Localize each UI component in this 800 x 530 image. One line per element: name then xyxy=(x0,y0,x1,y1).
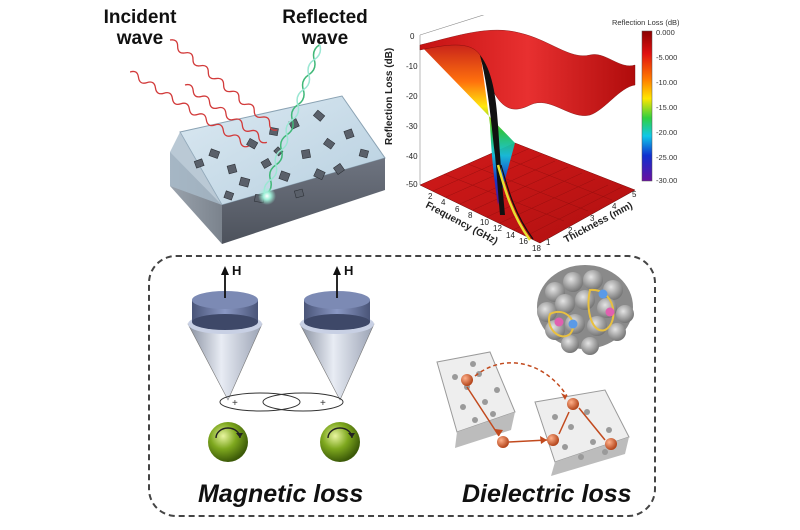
colorbar-tick: -10.00 xyxy=(656,78,677,87)
z-axis-ticks: 0 -10 -20 -30 -40 -50 xyxy=(406,32,418,189)
polarization-drawing xyxy=(436,265,634,476)
plus-sign: + xyxy=(320,398,326,409)
y-tick: 4 xyxy=(612,202,617,211)
x-tick: 12 xyxy=(493,224,502,233)
colorbar-tick: -25.00 xyxy=(656,153,677,162)
x-tick: 18 xyxy=(532,244,541,253)
colorbar-tick: -5.000 xyxy=(656,53,677,62)
wave-illustration xyxy=(129,0,400,260)
y-axis-ticks: 1 2 3 4 5 xyxy=(546,190,637,247)
colorbar-ticks: 0.000 -5.000 -10.00 -15.00 -20.00 -25.00… xyxy=(656,28,677,185)
incident-waves xyxy=(129,39,278,148)
mechanism-panel xyxy=(148,255,656,517)
reflected-wave-label: Reflected wave xyxy=(255,7,395,50)
valley-trace xyxy=(496,164,532,241)
colorbar-tick: -20.00 xyxy=(656,128,677,137)
z-tick: -30 xyxy=(406,122,418,131)
x-tick: 2 xyxy=(428,192,433,201)
x-tick: 8 xyxy=(468,211,473,220)
incident-wave-label: Incident wave xyxy=(80,7,200,50)
spin-cones-drawing: + + xyxy=(187,266,375,462)
right-crystal xyxy=(534,389,630,476)
dielectric-loss-label: Dielectric loss xyxy=(462,480,632,508)
field-label-right: H xyxy=(344,263,354,278)
surface-wall xyxy=(420,40,515,206)
colorbar-tick: 0.000 xyxy=(656,28,675,37)
slab-left-edge xyxy=(170,132,222,205)
floor-grid xyxy=(432,148,623,237)
colorbar-tick: -30.00 xyxy=(656,176,677,185)
x-tick: 6 xyxy=(455,205,460,214)
dielectric-loss-illustration xyxy=(415,262,645,482)
slab-bottom-face xyxy=(222,158,385,244)
x-tick: 10 xyxy=(480,218,489,227)
reflected-wave xyxy=(263,44,322,196)
reflected-wave-label-line2: wave xyxy=(301,27,349,49)
incident-wave-label-line1: Incident xyxy=(103,7,177,28)
reflection-glow xyxy=(258,187,276,205)
y-tick: 5 xyxy=(632,190,637,199)
z-tick: -10 xyxy=(406,62,418,71)
y-tick: 3 xyxy=(590,214,595,223)
x-axis-ticks: 2 4 6 8 10 12 14 16 18 xyxy=(428,192,541,253)
incident-wave-label-line2: wave xyxy=(116,27,164,49)
absorber-slab-drawing xyxy=(129,39,386,244)
y-tick: 2 xyxy=(568,226,573,235)
z-tick: 0 xyxy=(410,32,415,41)
field-label-left: H xyxy=(232,263,242,278)
z-axis-label: Reflection Loss (dB) xyxy=(384,48,395,145)
left-spin-ball xyxy=(208,422,248,462)
z-tick: -20 xyxy=(406,92,418,101)
x-tick: 16 xyxy=(519,237,528,246)
plus-sign: + xyxy=(232,398,238,409)
right-spin-ball xyxy=(320,422,360,462)
reflected-wave-label-line1: Reflected xyxy=(282,7,368,28)
exchange-coupling-loops xyxy=(219,392,344,412)
magnetic-loss-illustration: + + xyxy=(170,262,400,482)
x-tick: 4 xyxy=(441,198,446,207)
colorbar xyxy=(641,30,653,182)
magnetic-loss-label: Magnetic loss xyxy=(198,480,364,508)
x-tick: 14 xyxy=(506,231,515,240)
left-spin-cone xyxy=(187,266,263,401)
reflection-loss-3d-plot: Reflection Loss (dB) 0 -10 -20 -30 -40 -… xyxy=(380,4,700,260)
nanoparticle-cluster xyxy=(537,265,634,355)
z-tick: -40 xyxy=(406,152,418,161)
z-tick: -50 xyxy=(406,180,418,189)
reflection-loss-surface: Reflection Loss (dB) 0 -10 -20 -30 -40 -… xyxy=(384,4,680,253)
colorbar-title: Reflection Loss (dB) xyxy=(612,18,680,27)
colorbar-tick: -15.00 xyxy=(656,103,677,112)
charge-hopping-arrows xyxy=(466,362,606,443)
y-tick: 1 xyxy=(546,238,551,247)
charge-carriers xyxy=(461,374,617,450)
surface-valley xyxy=(480,55,505,215)
right-spin-cone xyxy=(299,266,375,401)
plot-floor xyxy=(419,142,636,244)
